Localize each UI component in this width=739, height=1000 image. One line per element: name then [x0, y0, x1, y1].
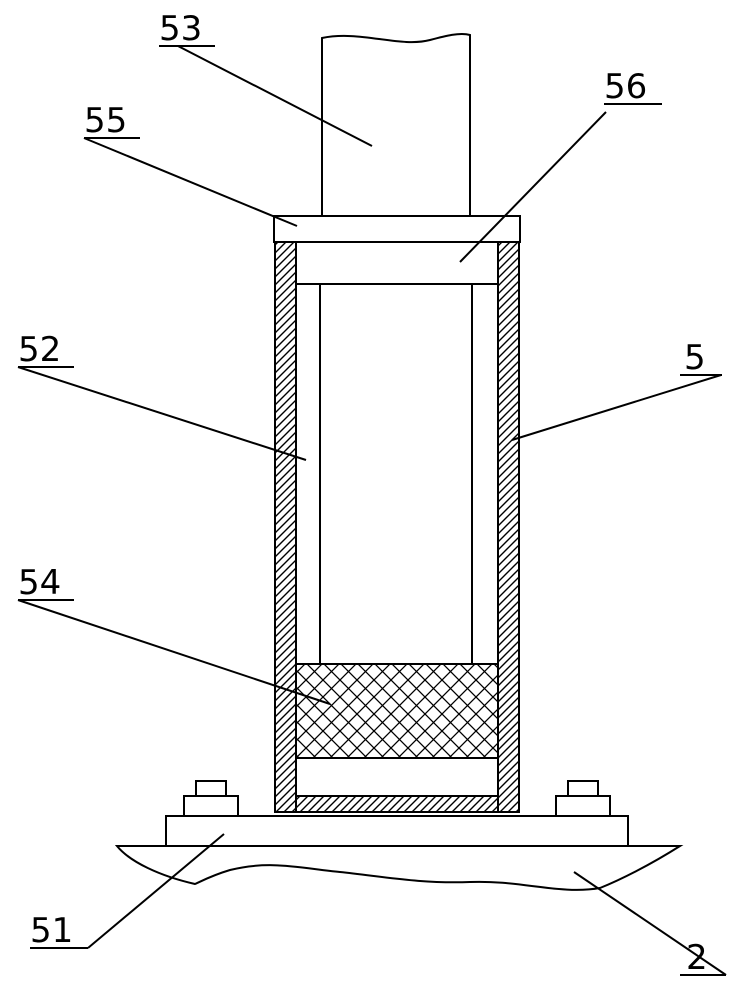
casing-left-wall	[274, 241, 297, 813]
leader-2	[573, 871, 727, 976]
label-56: 56	[604, 67, 647, 107]
label-55: 55	[84, 101, 127, 141]
plate-56	[295, 241, 499, 285]
right-bolt-head	[567, 780, 599, 797]
leader-51	[87, 833, 225, 949]
label-2: 2	[686, 938, 708, 978]
block-54	[295, 663, 499, 759]
leader-52	[17, 366, 307, 461]
label-5: 5	[684, 338, 706, 378]
ground-2	[114, 845, 684, 891]
left-bolt-nut	[183, 795, 239, 817]
right-bolt-nut	[555, 795, 611, 817]
leader-56	[459, 111, 607, 263]
left-bolt-head	[195, 780, 227, 797]
label-54: 54	[18, 563, 61, 603]
base-plate-51	[165, 815, 629, 847]
lower-spacer	[295, 757, 499, 797]
label-53: 53	[159, 9, 202, 49]
casing-right-wall	[497, 241, 520, 813]
label-51: 51	[30, 911, 73, 951]
leader-55	[83, 137, 298, 227]
casing-bottom-wall	[295, 795, 499, 813]
leader-5	[511, 374, 722, 441]
leader-53	[177, 45, 373, 147]
leader-54	[17, 599, 331, 705]
label-52: 52	[18, 330, 61, 370]
rod-53	[321, 32, 471, 216]
